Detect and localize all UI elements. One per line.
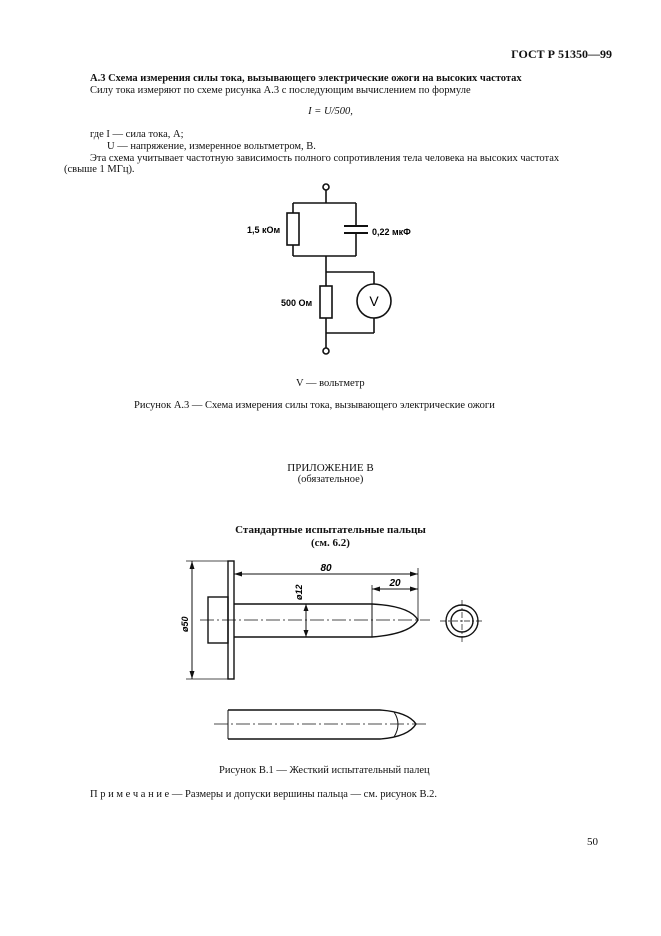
terminal-bottom (322, 347, 330, 355)
definition-current: где I — сила тока, А; (90, 129, 184, 140)
document-header: ГОСТ Р 51350—99 (511, 47, 612, 61)
note-paragraph-line1: Эта схема учитывает частотную зависимост… (90, 153, 560, 164)
label-r2: 500 Ом (281, 298, 313, 308)
dim-finger-dia: ø12 (294, 584, 304, 600)
appendix-heading: Стандартные испытательные пальцы (235, 524, 426, 536)
page-number: 50 (587, 836, 598, 848)
dim-stop-dia: ø50 (180, 616, 190, 632)
section-heading: А.3 Схема измерения силы тока, вызывающе… (90, 73, 522, 84)
appendix-heading-ref: (см. 6.2) (311, 537, 350, 549)
label-capacitor: 0,22 мкФ (372, 227, 411, 237)
appendix-subtitle: (обязательное) (297, 474, 364, 485)
appendix-title: ПРИЛОЖЕНИЕ В (287, 462, 374, 474)
dim-length-80: 80 (320, 563, 332, 574)
note-line: П р и м е ч а н и е — Размеры и допуски … (90, 789, 437, 801)
finger-body (234, 603, 419, 638)
note-text: — Размеры и допуски вершины пальца — см.… (169, 789, 437, 800)
dim-tip-20: 20 (388, 578, 401, 589)
figure-a3-caption: Рисунок А.3 — Схема измерения силы тока,… (134, 400, 495, 411)
note-label: П р и м е ч а н и е (90, 789, 170, 800)
finger-side-view (228, 709, 417, 740)
note-paragraph-line2: (свыше 1 МГц). (64, 164, 135, 175)
figure-b1-caption: Рисунок В.1 — Жесткий испытательный пале… (219, 765, 430, 776)
formula: I = U/500, (308, 106, 353, 117)
definition-voltage: U — напряжение, измеренное вольтметром, … (107, 141, 316, 152)
voltmeter-symbol: V (369, 293, 379, 309)
intro-paragraph: Силу тока измеряют по схеме рисунка А.3 … (90, 85, 471, 96)
figure-legend: V — вольтметр (296, 378, 365, 389)
label-r1: 1,5 кОм (247, 225, 281, 235)
